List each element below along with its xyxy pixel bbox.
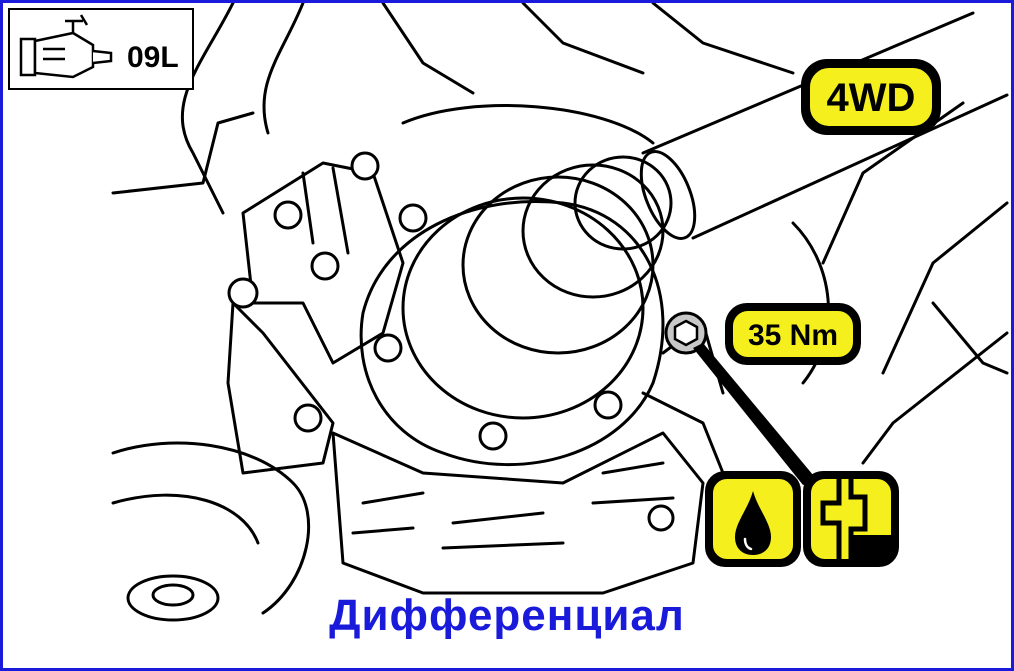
hub-nut (126, 574, 220, 622)
hub-nut-center (151, 583, 195, 607)
hex-bolt-head (673, 319, 699, 347)
fill-level-icon (803, 471, 899, 567)
diagram-caption: Дифференциал (329, 591, 685, 640)
hub-contour (111, 493, 260, 545)
drive-type-badge: 4WD (801, 59, 941, 135)
gearbox-code: 09L (127, 41, 179, 74)
bolt-head (293, 403, 323, 433)
body-contour-line (931, 301, 1009, 375)
bolt-head (478, 421, 508, 451)
bolt-head (227, 277, 259, 309)
body-contour-line (521, 3, 645, 75)
cv-boot-outer (401, 196, 645, 420)
oil-drop-icon (705, 471, 801, 567)
bolt-head (398, 203, 428, 233)
body-contour-line (651, 3, 795, 75)
bolt-head (273, 200, 303, 230)
leader-line (693, 343, 818, 485)
housing-flange (359, 200, 665, 466)
housing-rib (441, 461, 675, 550)
cv-boot-ring (573, 155, 673, 251)
housing-upper-edge (401, 104, 655, 145)
differential-housing (331, 431, 705, 595)
bolt-head (593, 390, 623, 420)
body-contour-line (861, 331, 1009, 465)
bolt-head (350, 151, 380, 181)
drive-type-label: 4WD (827, 76, 916, 120)
hub-contour (111, 441, 310, 615)
bolt-head (373, 333, 403, 363)
body-contour-line (881, 201, 1009, 375)
mounting-bracket (241, 161, 405, 365)
bracket-edge-line (301, 166, 350, 255)
drive-shaft-end (639, 150, 697, 240)
body-contour-line (262, 3, 305, 135)
torque-label: 35 Nm (748, 319, 838, 352)
body-contour-line (111, 111, 255, 195)
gearbox-badge: 09L (8, 8, 194, 90)
body-contour-line (381, 3, 475, 95)
gearbox-icon (19, 14, 113, 79)
bolt-head (310, 251, 340, 281)
bolt-head (647, 504, 675, 532)
torque-badge: 35 Nm (725, 303, 861, 365)
housing-edge-line (641, 391, 725, 475)
housing-rib (351, 491, 425, 535)
mounting-bracket (226, 301, 335, 475)
differential-illustration: 09L 4WD 35 Nm (8, 3, 1009, 622)
